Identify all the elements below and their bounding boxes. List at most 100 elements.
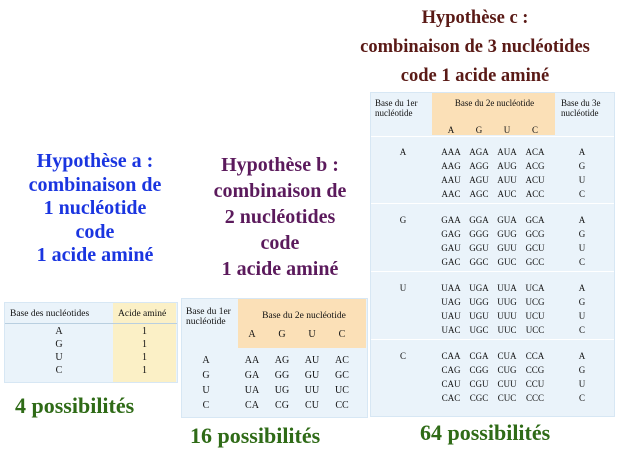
table-c-third-base: C xyxy=(578,393,585,403)
table-b-header-second: Base du 2e nucléotide xyxy=(262,311,346,321)
table-c-codon: GAC xyxy=(441,257,461,267)
table-c-codon: CCA xyxy=(525,351,545,361)
table-b-second-base: C xyxy=(338,329,346,340)
hypothesis-b-line: 2 nucléotides xyxy=(224,206,336,228)
table-b-pair: GG xyxy=(274,370,290,381)
table-c-third-base: A xyxy=(578,215,586,225)
table-c-codon: ACG xyxy=(525,161,545,171)
table-c-third-base: G xyxy=(578,365,586,375)
hypothesis-c-line: Hypothèse c : xyxy=(421,8,529,28)
hypothesis-c-title: Hypothèse c : combinaison de 3 nucléotid… xyxy=(330,4,617,91)
hypothesis-a-line: code xyxy=(75,220,115,243)
table-c-codon: AGU xyxy=(469,175,489,185)
table-b-first-base: U xyxy=(202,385,210,396)
table-a-amino-acid: 1 xyxy=(142,352,147,363)
table-c-codon: GGA xyxy=(469,215,489,225)
table-b-pair: UA xyxy=(244,385,260,396)
table-a-header-amino-acid: Acide aminé xyxy=(118,309,167,319)
table-b-first-base: G xyxy=(202,370,210,381)
possibilities-c: 64 possibilités xyxy=(420,420,551,445)
table-a-base: C xyxy=(55,365,63,376)
table-b-pair: GU xyxy=(304,370,320,381)
table-c-third-base: C xyxy=(578,189,585,199)
table-b-pair: AC xyxy=(335,355,349,366)
table-c-third-base: A xyxy=(578,283,586,293)
table-b-pair: GC xyxy=(335,370,349,381)
table-c-codon: GAG xyxy=(441,229,461,239)
hypothesis-b-title: Hypothèse b : combinaison de 2 nucléotid… xyxy=(185,152,375,282)
table-c-codon: ACA xyxy=(525,147,545,157)
table-c-codon: UUG xyxy=(497,297,517,307)
table-c-codon: CUC xyxy=(497,393,517,403)
table-c-third-base: G xyxy=(578,161,586,171)
second-base-header-bg xyxy=(432,93,555,135)
table-c-first-base: A xyxy=(399,147,407,157)
hypothesis-c-line: code 1 acide aminé xyxy=(400,66,550,86)
table-c-first-base: C xyxy=(399,351,406,361)
table-c-codon: GGG xyxy=(469,229,489,239)
table-c-codon: AAA xyxy=(441,147,461,157)
row-separator xyxy=(371,339,614,340)
table-b-second-base: A xyxy=(248,329,256,340)
table-b-pair: UC xyxy=(335,385,349,396)
table-c-third-base: C xyxy=(578,325,585,335)
table-c-codon: GUG xyxy=(497,229,517,239)
table-c-second-base: C xyxy=(531,125,538,135)
table-c-codon: UCG xyxy=(525,297,545,307)
table-c-codon: UAU xyxy=(441,311,461,321)
hypothesis-a-line: 1 nucléotide xyxy=(43,197,147,219)
table-c-header-third: Base du 3e nucléotide xyxy=(561,98,601,118)
table-c-codon: AUG xyxy=(497,161,517,171)
table-c-third-base: G xyxy=(578,229,586,239)
table-c-codon: AGA xyxy=(469,147,489,157)
table-c-codon: UGU xyxy=(469,311,489,321)
table-b-pair: UG xyxy=(274,385,290,396)
table-c-codon: GUC xyxy=(497,257,517,267)
table-c-codon: UAA xyxy=(441,283,461,293)
possibilities-b: 16 possibilités xyxy=(190,423,321,448)
table-c-codon: CAU xyxy=(441,379,461,389)
table-b-pair: UU xyxy=(304,385,320,396)
table-c-codon: AUA xyxy=(497,147,517,157)
table-c-codon: AGC xyxy=(469,189,489,199)
row-separator xyxy=(371,136,614,137)
table-c-codon: GUU xyxy=(497,243,517,253)
table-c-second-base: A xyxy=(447,125,455,135)
table-c-codon: CGG xyxy=(469,365,489,375)
table-c-codon: GUA xyxy=(497,215,517,225)
table-c-codon: CAA xyxy=(441,351,461,361)
table-c-third-base: U xyxy=(578,311,586,321)
table-c-codon: CUU xyxy=(497,379,517,389)
table-a-header-row xyxy=(5,303,177,324)
table-c-third-base: U xyxy=(578,243,586,253)
table-c-codon: UGG xyxy=(469,297,489,307)
table-c-codon: UAG xyxy=(441,297,461,307)
table-a-base: A xyxy=(55,326,63,337)
table-c-third-base: U xyxy=(578,379,586,389)
table-b-pair: CA xyxy=(245,400,259,411)
table-b-first-base: A xyxy=(202,355,210,366)
table-c-codon: UUU xyxy=(497,311,517,321)
table-a-base: U xyxy=(55,352,63,363)
table-c-codon: GGU xyxy=(469,243,489,253)
amino-acid-column-bg xyxy=(113,303,176,382)
table-c-codon: ACU xyxy=(525,175,545,185)
table-c-second-base: U xyxy=(503,125,511,135)
table-c-first-base: U xyxy=(399,283,407,293)
hypothesis-b-line: 1 acide aminé xyxy=(221,258,339,280)
table-c-codon: CGC xyxy=(469,393,489,403)
table-c-third-base: A xyxy=(578,351,586,361)
table-c-first-base: G xyxy=(399,215,407,225)
table-c-codon: GCC xyxy=(525,257,545,267)
table-c-second-base: G xyxy=(475,125,483,135)
table-c: Base du 1er nucléotide Base du 2e nucléo… xyxy=(370,92,615,417)
table-c-codon: UAC xyxy=(441,325,461,335)
table-c-codon: UCA xyxy=(525,283,545,293)
hypothesis-b-line: combinaison de xyxy=(213,180,347,202)
table-c-codon: AUU xyxy=(497,175,517,185)
table-c-codon: AAG xyxy=(441,161,461,171)
table-b-header-first: Base du 1er nucléotide xyxy=(186,307,231,327)
table-c-codon: UCC xyxy=(525,325,545,335)
row-separator xyxy=(371,203,614,204)
